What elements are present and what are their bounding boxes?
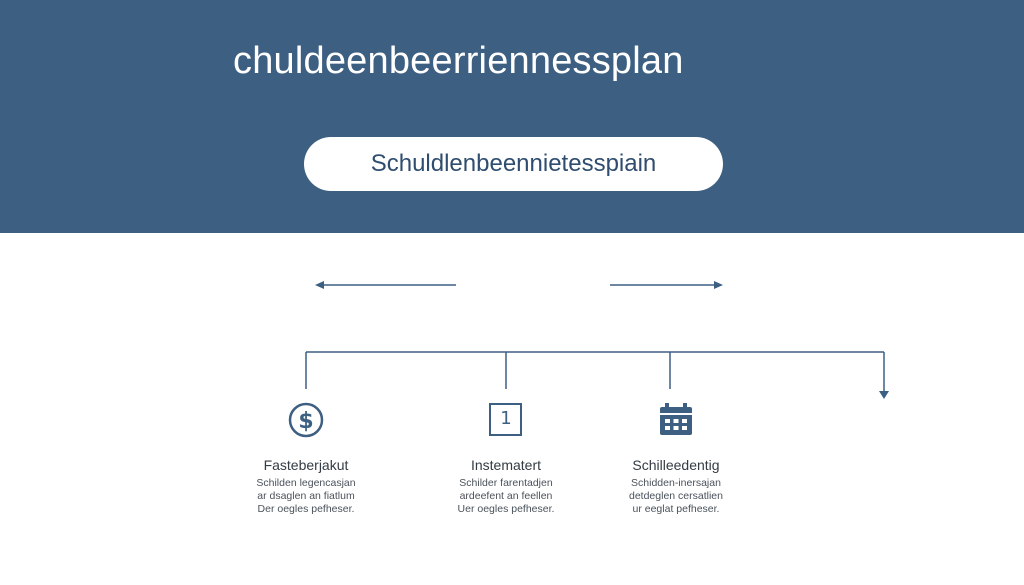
- number-one-icon: [489, 403, 522, 436]
- right-arrow-head: [714, 281, 723, 289]
- plan-pill-label: Schuldlenbeennietesspiain: [370, 150, 657, 177]
- page-title: chuldeenbeerriennessplan: [233, 40, 684, 82]
- step-3-title: Schilleedentig: [632, 457, 720, 473]
- svg-text:$: $: [298, 409, 313, 434]
- flow-diagram: $ Fasteberjakut Schilden legencasjan ar …: [0, 233, 1024, 585]
- number-one-icon-digit: 1: [500, 408, 512, 429]
- dollar-coin-icon: $: [288, 402, 324, 438]
- step-2-title: Instematert: [470, 457, 542, 473]
- step-1-title: Fasteberjakut: [263, 457, 349, 473]
- header-banner: chuldeenbeerriennessplan Schuldlenbeenni…: [0, 0, 1024, 233]
- connector-lines: [305, 281, 889, 399]
- step-3-description: Schidden-inersajan detdeglen cersatlien …: [629, 477, 723, 515]
- plan-pill-button[interactable]: Schuldlenbeennietesspiain: [304, 137, 723, 191]
- left-arrow-head: [315, 281, 324, 289]
- step-2-description: Schilder farentadjen ardeefent an feelle…: [457, 477, 555, 515]
- down-arrow-head: [879, 391, 889, 399]
- calendar-icon: [660, 403, 692, 435]
- step-1-description: Schilden legencasjan ar dsaglen an fiatl…: [256, 477, 356, 515]
